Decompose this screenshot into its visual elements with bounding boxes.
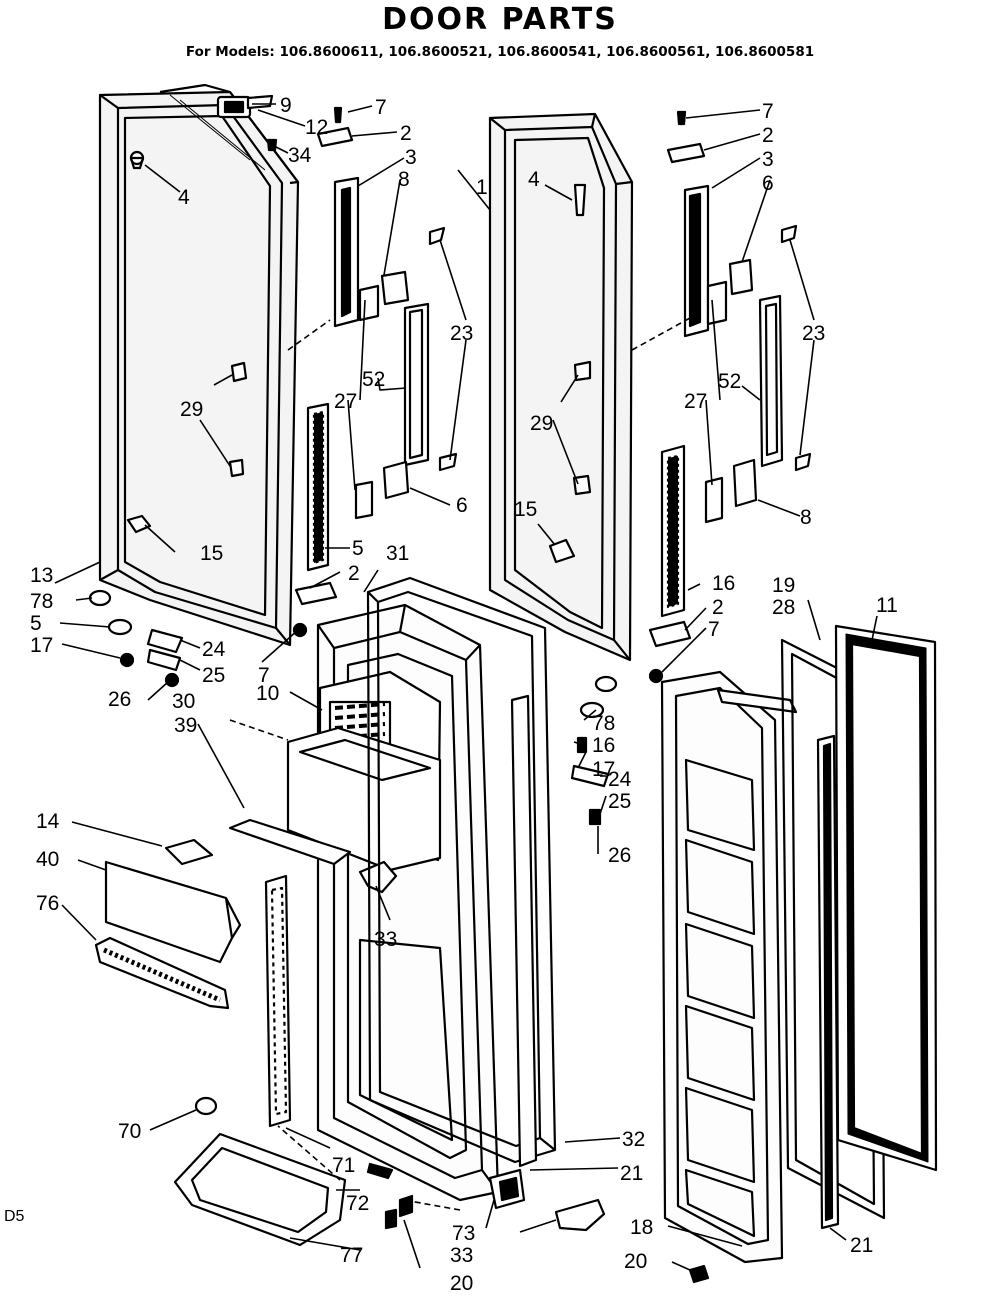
callout: 9 bbox=[280, 94, 292, 117]
callout: 78 bbox=[592, 712, 615, 735]
callout: 21 bbox=[620, 1162, 643, 1185]
callout: 70 bbox=[118, 1120, 141, 1143]
page-title: DOOR PARTS bbox=[382, 2, 618, 37]
callout: 10 bbox=[256, 682, 279, 705]
callout: 27 bbox=[684, 390, 707, 413]
callout: 33 bbox=[450, 1244, 473, 1267]
callout: 29 bbox=[530, 412, 553, 435]
callout: 24 bbox=[608, 768, 632, 791]
callout: 4 bbox=[528, 168, 540, 191]
callout: 31 bbox=[386, 542, 409, 565]
callout: 20 bbox=[624, 1250, 647, 1273]
leader-lines bbox=[54, 103, 878, 1271]
dispenser-assembly bbox=[94, 670, 442, 1010]
callout: 21 bbox=[850, 1234, 873, 1257]
callout: 7 bbox=[375, 96, 387, 119]
callout: 32 bbox=[622, 1128, 645, 1151]
callout: 34 bbox=[288, 144, 312, 167]
callout: 2 bbox=[348, 562, 360, 585]
callout: 25 bbox=[202, 664, 225, 687]
callout: 23 bbox=[802, 322, 825, 345]
callout: 16 bbox=[592, 734, 615, 757]
model-list: For Models: 106.8600611, 106.8600521, 10… bbox=[185, 44, 815, 60]
callout: 4 bbox=[178, 186, 190, 209]
callout: 29 bbox=[180, 398, 203, 421]
callout: 20 bbox=[450, 1272, 473, 1295]
callout: 11 bbox=[876, 594, 898, 617]
callout: 8 bbox=[398, 168, 410, 191]
right-door-panel bbox=[488, 112, 634, 826]
callout: 2 bbox=[712, 596, 724, 619]
callout: 3 bbox=[762, 148, 774, 171]
callout: 76 bbox=[36, 892, 59, 915]
callout: 6 bbox=[762, 172, 774, 195]
callout: 3 bbox=[405, 146, 417, 169]
callout: 15 bbox=[200, 542, 223, 565]
diagram-code: D5 bbox=[4, 1208, 25, 1225]
callout: 17 bbox=[592, 758, 615, 781]
callout: 52 bbox=[362, 368, 385, 391]
callout: 40 bbox=[36, 848, 59, 871]
callout: 13 bbox=[30, 564, 53, 587]
callout: 19 bbox=[772, 574, 795, 597]
callout: 17 bbox=[30, 634, 53, 657]
callout: 1 bbox=[476, 176, 488, 199]
callout: 16 bbox=[712, 572, 735, 595]
callout: 26 bbox=[608, 844, 631, 867]
callout: 15 bbox=[514, 498, 537, 521]
callout: 7 bbox=[762, 100, 774, 123]
callout: 39 bbox=[174, 714, 197, 737]
callout: 23 bbox=[450, 322, 473, 345]
callout: 12 bbox=[305, 116, 328, 139]
callout: 2 bbox=[400, 122, 412, 145]
callout: 77 bbox=[340, 1244, 363, 1267]
callout: 33 bbox=[374, 928, 397, 951]
callout: 73 bbox=[452, 1222, 475, 1245]
callout: 8 bbox=[800, 506, 812, 529]
left-trim-strips bbox=[292, 176, 458, 638]
freezer-liner bbox=[660, 670, 798, 1264]
callout: 2 bbox=[762, 124, 774, 147]
callout: 14 bbox=[36, 810, 60, 833]
callout: 24 bbox=[202, 638, 226, 661]
center-gasket bbox=[366, 576, 557, 1210]
callout: 78 bbox=[30, 590, 53, 613]
callout: 72 bbox=[346, 1192, 369, 1215]
callout: 26 bbox=[108, 688, 131, 711]
callout: 6 bbox=[456, 494, 468, 517]
callout: 28 bbox=[772, 596, 795, 619]
left-door-small-parts bbox=[88, 94, 354, 688]
freezer-gaskets bbox=[384, 624, 938, 1284]
callout: 52 bbox=[718, 370, 741, 393]
callout: 5 bbox=[30, 612, 42, 635]
callout: 5 bbox=[352, 537, 364, 560]
callout: 25 bbox=[608, 790, 631, 813]
left-door-panel bbox=[98, 83, 300, 647]
callout-labels: 9 7 12 2 34 3 8 4 1 7 2 3 6 4 23 52 27 2… bbox=[30, 94, 898, 1295]
callout: 71 bbox=[332, 1154, 355, 1177]
left-bin-parts bbox=[173, 874, 414, 1247]
callout: 7 bbox=[258, 664, 270, 687]
callout: 18 bbox=[630, 1216, 653, 1239]
callout: 27 bbox=[334, 390, 357, 413]
callout: 7 bbox=[708, 618, 720, 641]
callout: 30 bbox=[172, 690, 195, 713]
